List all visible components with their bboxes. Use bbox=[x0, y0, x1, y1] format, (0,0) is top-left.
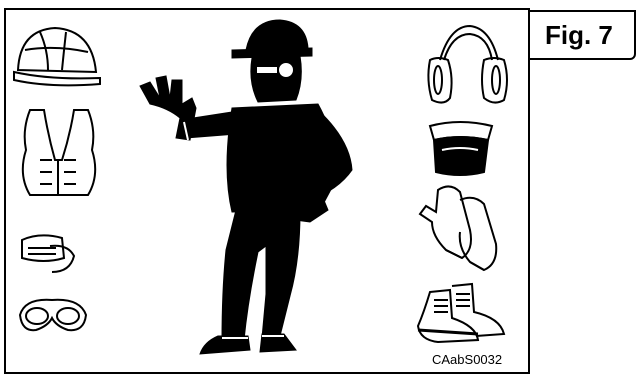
safety-vest-icon bbox=[23, 110, 95, 195]
hard-hat-icon bbox=[14, 28, 100, 85]
face-shield-icon bbox=[430, 122, 492, 175]
safety-goggles-icon bbox=[20, 300, 86, 330]
worker-silhouette-icon bbox=[140, 20, 352, 354]
safety-boots-icon bbox=[418, 284, 504, 342]
work-gloves-icon bbox=[420, 186, 496, 270]
dust-mask-icon bbox=[22, 235, 74, 272]
figure-code: CAabS0032 bbox=[432, 352, 502, 367]
ear-muffs-icon bbox=[428, 26, 507, 103]
